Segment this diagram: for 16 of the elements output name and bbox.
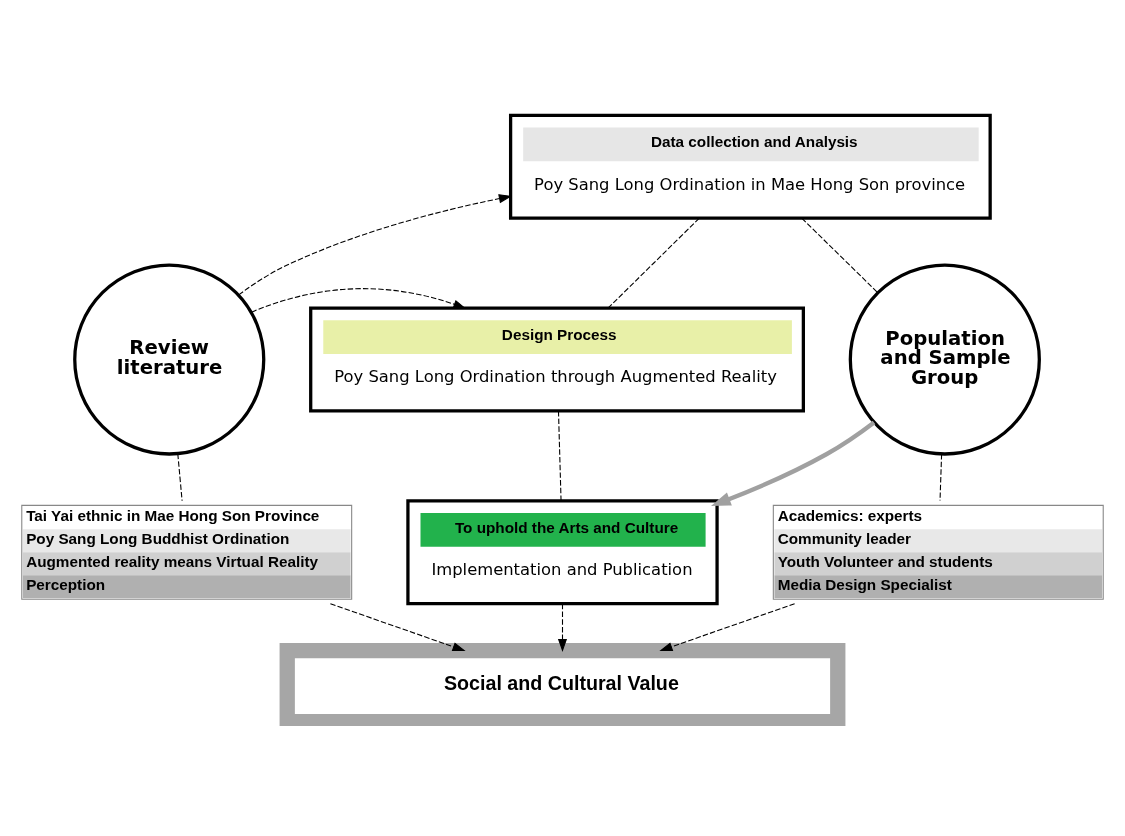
node-circle: Population and Sample Group xyxy=(848,262,1041,456)
node-box: To uphold the Arts and Culture Implementation and Publication xyxy=(406,498,719,605)
connector xyxy=(557,410,562,501)
connector xyxy=(177,452,183,501)
node-box: Data collection and Analysis Poy Sang Long Ordination in Mae Hong Son province xyxy=(508,113,992,220)
node-circle: Review literature xyxy=(73,262,266,456)
arrow xyxy=(557,602,568,652)
arrow xyxy=(238,193,512,295)
connector xyxy=(607,217,700,308)
connector xyxy=(939,452,943,501)
arrow xyxy=(329,602,466,651)
node-box: Design Process Poy Sang Long Ordination through Augmented Reality xyxy=(309,306,805,412)
arrow xyxy=(250,287,467,313)
arrow xyxy=(659,602,796,651)
connector xyxy=(801,217,879,293)
arrow xyxy=(711,420,876,506)
